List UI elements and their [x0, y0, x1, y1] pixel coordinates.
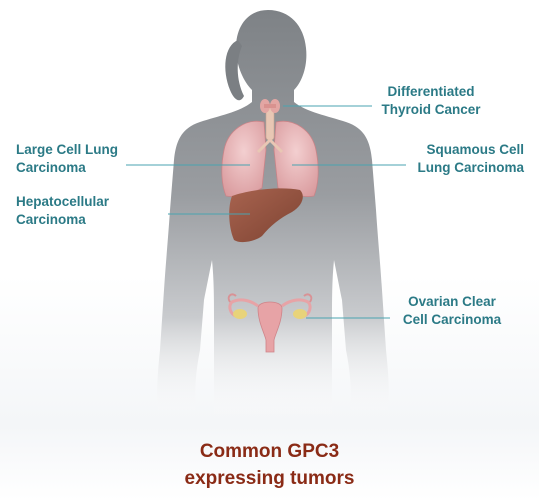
diagram-title: Common GPC3 expressing tumors	[0, 438, 539, 492]
label-hepatocellular-carcinoma: Hepatocellular Carcinoma	[16, 193, 166, 229]
label-line: Squamous Cell	[400, 141, 524, 159]
label-line: Lung Carcinoma	[400, 159, 524, 177]
title-line: Common GPC3	[0, 438, 539, 465]
label-line: Carcinoma	[16, 211, 166, 229]
label-line: Differentiated	[372, 83, 490, 101]
label-large-cell-lung-carcinoma: Large Cell Lung Carcinoma	[16, 141, 166, 177]
label-line: Cell Carcinoma	[392, 311, 512, 329]
label-line: Carcinoma	[16, 159, 166, 177]
label-line: Thyroid Cancer	[372, 101, 490, 119]
label-line: Hepatocellular	[16, 193, 166, 211]
label-squamous-cell-lung-carcinoma: Squamous Cell Lung Carcinoma	[400, 141, 524, 177]
label-ovarian-clear-cell-carcinoma: Ovarian Clear Cell Carcinoma	[392, 293, 512, 329]
label-line: Large Cell Lung	[16, 141, 166, 159]
title-line: expressing tumors	[0, 465, 539, 492]
label-line: Ovarian Clear	[392, 293, 512, 311]
label-differentiated-thyroid-cancer: Differentiated Thyroid Cancer	[372, 83, 490, 119]
